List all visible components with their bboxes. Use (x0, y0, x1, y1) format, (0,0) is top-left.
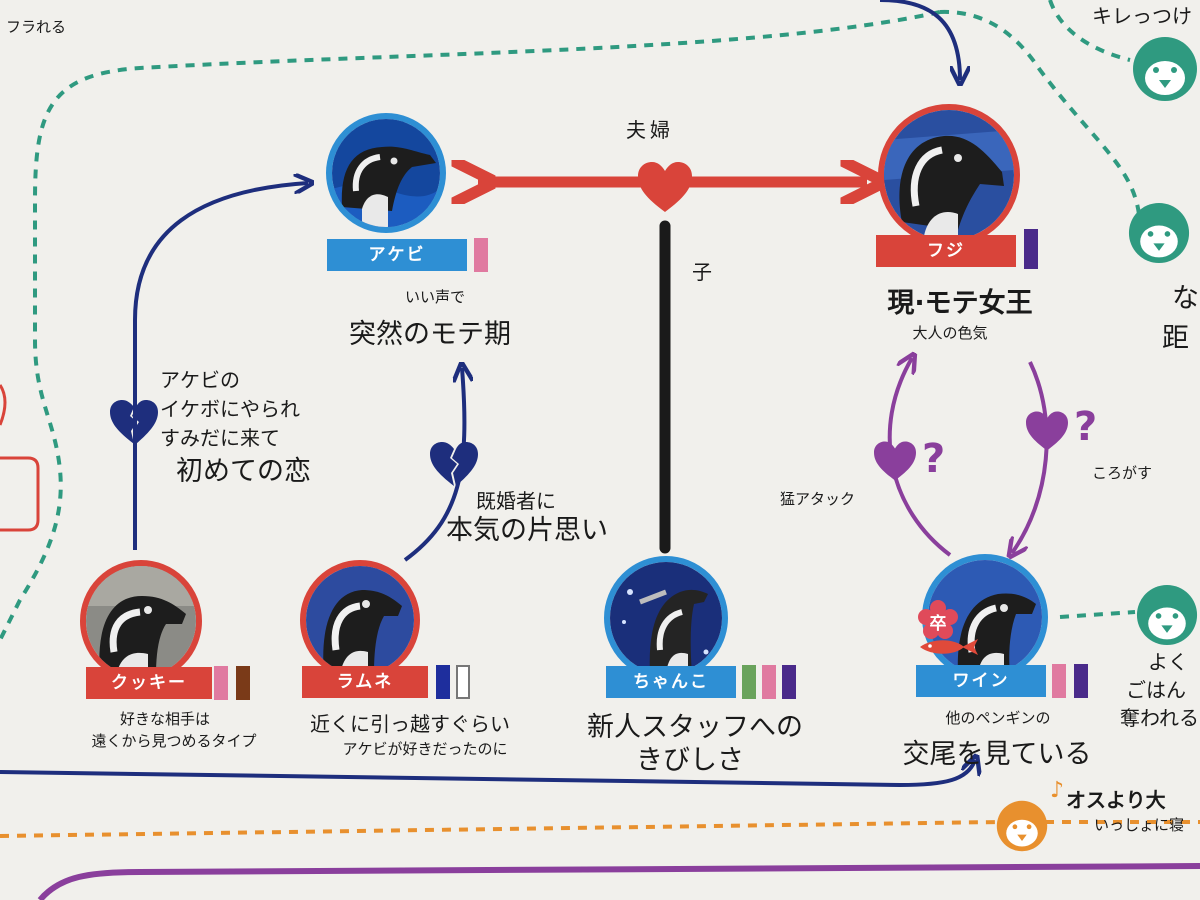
ramune-caption-2: アケビが好きだったのに (342, 740, 508, 758)
edge-text: 奪われる (1120, 706, 1199, 730)
broken-heart-icon (430, 442, 478, 486)
color-tag (1074, 664, 1088, 698)
ramune-caption-1: 近くに引っ越すぐらい (310, 712, 510, 736)
navy-arrow-to-fuji (879, 0, 960, 80)
graduation-flower-icon: 卒 (918, 600, 958, 640)
akebi-caption-2: 突然のモテ期 (349, 319, 511, 350)
penguin-photo (306, 566, 414, 674)
color-tag (762, 665, 776, 699)
penguin-face-icon (996, 800, 1048, 852)
green-dashed-wine-line (1059, 610, 1136, 619)
character-node-chanko[interactable] (604, 556, 728, 680)
wine-caption-1: 他のペンギンの (945, 709, 1051, 727)
edge-text: ごはん (1126, 678, 1186, 702)
color-tag (1052, 664, 1066, 698)
wine-attack-label: 猛アタック (780, 490, 856, 508)
note-line: イケボにやられ (160, 397, 300, 421)
color-tag (782, 665, 796, 699)
left-red-circle-fragment (0, 384, 7, 426)
child-label: 子 (692, 260, 712, 284)
edge-text: な (1172, 283, 1199, 314)
avatar (326, 113, 446, 233)
name-label-wine: ワイン (916, 665, 1046, 697)
edge-text: いっしょに寝 (1094, 816, 1185, 834)
penguin-photo (86, 566, 196, 676)
edge-text: オスより大 (1066, 788, 1166, 812)
note-line: 初めての恋 (176, 456, 311, 487)
question-mark: ? (922, 436, 946, 482)
kukki-caption-1: 好きな相手は (119, 710, 210, 728)
name-label-kukki: クッキー (86, 667, 212, 699)
fuji-to-wine-arrow (1012, 361, 1049, 553)
character-node-akebi[interactable] (326, 113, 446, 233)
orange-dashed-line (0, 820, 1001, 838)
avatar (300, 560, 420, 680)
kukki-to-akebi-arrow (133, 183, 308, 550)
color-tag (474, 238, 488, 272)
fuji-caption-2: 大人の色気 (912, 324, 988, 342)
green-dashed-top-right (1048, 0, 1131, 62)
penguin-face-icon (1133, 37, 1197, 101)
ramune-love-note: 既婚者に 本気の片思い (446, 486, 608, 546)
name-label-akebi: アケビ (327, 239, 467, 271)
edge-text: よく (1148, 650, 1188, 674)
note-line: 既婚者に (476, 489, 556, 513)
note-line: アケビの (160, 368, 240, 392)
color-tag (1024, 229, 1038, 269)
music-note-icon: ♪ (1050, 778, 1065, 803)
wine-caption-2: 交尾を見ている (902, 739, 1092, 770)
avatar (80, 560, 202, 682)
penguin-photo (884, 110, 1014, 240)
fuji-caption-1: 現·モテ女王 (887, 288, 1033, 319)
purple-heart-icon (874, 441, 916, 481)
color-tag (214, 666, 228, 700)
couple-label: 夫婦 (626, 118, 674, 142)
edge-text: 距 (1162, 323, 1189, 354)
color-tag (236, 666, 250, 700)
green-dashed-border-line (0, 10, 941, 641)
ramune-to-akebi-arrow (403, 368, 464, 562)
penguin-photo (332, 119, 440, 227)
broken-heart-icon (110, 400, 158, 444)
character-node-ramune[interactable] (300, 560, 420, 680)
chanko-caption-2: きびしさ (636, 745, 744, 776)
penguin-face-icon (1128, 202, 1190, 264)
edge-text: キレっつけ (1092, 4, 1192, 28)
corner-label: フラれる (6, 18, 67, 36)
kukki-love-note: アケビの イケボにやられ すみだに来て 初めての恋 (160, 366, 311, 486)
character-node-fuji[interactable] (878, 104, 1020, 246)
purple-heart-icon (1026, 411, 1068, 451)
purple-bottom-line (37, 863, 1200, 900)
name-label-ramune: ラムネ (302, 666, 428, 698)
couple-heart-icon (638, 162, 692, 212)
kukki-caption-2: 遠くから見つめるタイプ (91, 732, 257, 750)
graduation-badge-text: 卒 (929, 614, 947, 634)
color-tag (742, 665, 756, 699)
color-tag (436, 665, 450, 699)
name-label-fuji: フジ (876, 235, 1016, 267)
penguin-photo (610, 562, 722, 674)
name-label-chanko: ちゃんこ (606, 666, 736, 698)
chanko-caption-1: 新人スタッフへの (587, 712, 803, 743)
question-mark: ? (1074, 404, 1098, 450)
note-line: 本気の片思い (446, 515, 608, 546)
fish-icon (920, 639, 978, 655)
left-red-box-fragment (0, 456, 40, 532)
note-line: すみだに来て (160, 426, 280, 450)
bottom-navy-arrow (0, 760, 975, 788)
fuji-tease-label: ころがす (1092, 464, 1153, 482)
avatar (604, 556, 728, 680)
avatar (878, 104, 1020, 246)
penguin-face-icon (1136, 584, 1198, 646)
akebi-caption-1: いい声で (404, 288, 465, 306)
flower-shape (918, 600, 958, 639)
character-node-kukki[interactable] (80, 560, 202, 682)
color-tag (456, 665, 470, 699)
